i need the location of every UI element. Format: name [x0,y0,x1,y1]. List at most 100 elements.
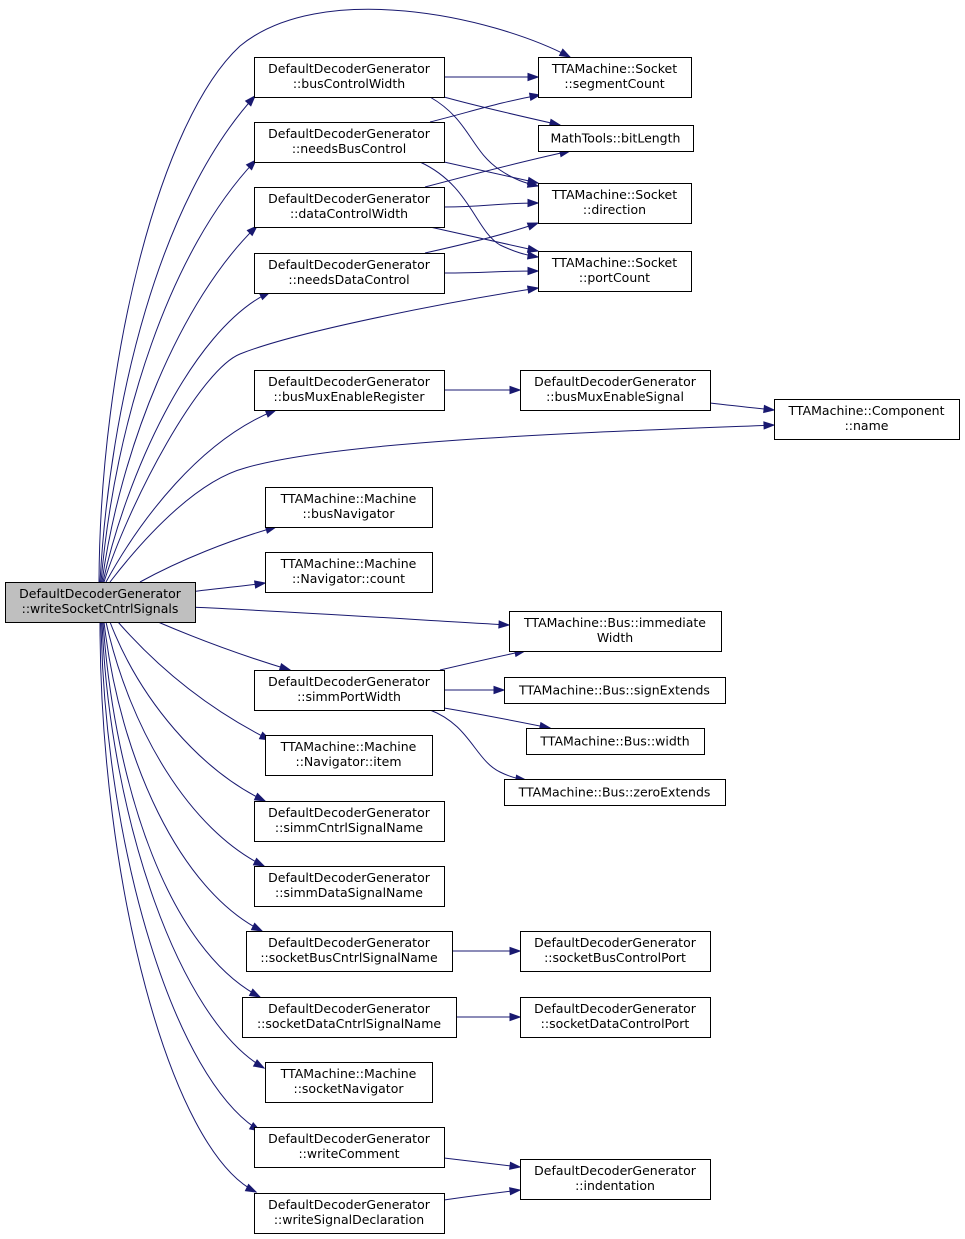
edge-dataControlWidth-to-bitLength [424,150,571,188]
nodes-layer: DefaultDecoderGenerator::writeSocketCntr… [5,57,960,1234]
node-busMuxEnableRegister[interactable]: DefaultDecoderGenerator::busMuxEnableReg… [254,370,445,411]
node-simmCntrlSignalName[interactable]: DefaultDecoderGenerator::simmCntrlSignal… [254,801,445,842]
node-socketBusCntrlSignalName[interactable]: DefaultDecoderGenerator::socketBusCntrlS… [246,931,453,972]
node-root[interactable]: DefaultDecoderGenerator::writeSocketCntr… [5,582,196,623]
node-box [254,370,445,411]
node-navigatorItem[interactable]: TTAMachine::Machine::Navigator::item [265,735,433,776]
node-portCount[interactable]: TTAMachine::Socket::portCount [538,251,692,292]
node-writeSignalDeclaration[interactable]: DefaultDecoderGenerator::writeSignalDecl… [254,1193,445,1234]
node-socketNavigator[interactable]: TTAMachine::Machine::socketNavigator [265,1062,433,1103]
arrowhead-root-to-busControlWidth [244,94,257,107]
node-box [254,1193,445,1234]
node-writeComment[interactable]: DefaultDecoderGenerator::writeComment [254,1127,445,1168]
node-componentName[interactable]: TTAMachine::Component::name [774,399,960,440]
edge-root-to-busMuxEnableRegister [105,409,277,583]
node-label-line2: ::writeSignalDeclaration [274,1212,424,1227]
node-box [265,487,433,528]
arrowhead-root-to-immediateWidth [498,620,511,629]
node-box [538,125,694,152]
edge-root-to-segmentCount [98,8,571,583]
node-label-line1: TTAMachine::Socket [551,255,677,270]
node-box [254,1127,445,1168]
node-label-line2: ::busNavigator [303,506,396,521]
node-busNavigator[interactable]: TTAMachine::Machine::busNavigator [265,487,433,528]
node-label-line1: DefaultDecoderGenerator [534,374,697,389]
node-label-line1: DefaultDecoderGenerator [268,126,431,141]
node-box [265,552,433,593]
node-zeroExtends[interactable]: TTAMachine::Bus::zeroExtends [504,779,726,806]
edge-root-to-socketBusCntrlSignalName [103,621,263,932]
node-socketDataCntrlSignalName[interactable]: DefaultDecoderGenerator::socketDataCntrl… [242,997,457,1038]
node-label: MathTools::bitLength [551,131,681,146]
edge-root-to-navigatorCount [189,582,266,593]
node-socketBusControlPort[interactable]: DefaultDecoderGenerator::socketBusContro… [520,931,711,972]
arrowhead-busControlWidth-to-segmentCount [527,72,540,82]
node-busControlWidth[interactable]: DefaultDecoderGenerator::busControlWidth [254,57,445,98]
arrowhead-socketDataCntrlSignalName-to-socketDataControlPort [509,1012,522,1022]
arrowhead-dataControlWidth-to-portCount [526,244,540,253]
arrowhead-dataControlWidth-to-direction [527,198,540,208]
edge-needsDataControl-to-portCount [443,270,539,274]
edge-root-to-simmDataSignalName [105,621,265,867]
node-box [5,582,196,623]
arrowhead-needsDataControl-to-direction [526,222,540,231]
arrowhead-root-to-simmDataSignalName [252,857,266,867]
node-box [246,931,453,972]
node-label-line1: TTAMachine::Machine [280,739,417,754]
edge-busControlWidth-to-direction [429,96,539,187]
node-label-line2: ::dataControlWidth [290,206,408,221]
node-indentation[interactable]: DefaultDecoderGenerator::indentation [520,1159,711,1200]
node-simmPortWidth[interactable]: DefaultDecoderGenerator::simmPortWidth [254,670,445,711]
arrowhead-root-to-writeSignalDeclaration [244,1183,258,1193]
node-label: TTAMachine::Bus::width [539,734,689,749]
node-box [254,57,445,98]
node-box [520,997,711,1038]
node-busMuxEnableSignal[interactable]: DefaultDecoderGenerator::busMuxEnableSig… [520,370,711,411]
node-box [538,57,692,98]
arrowhead-socketBusCntrlSignalName-to-socketBusControlPort [509,946,522,956]
edge-root-to-simmPortWidth [157,621,291,671]
node-label-line2: Width [597,630,633,645]
node-label-line1: DefaultDecoderGenerator [268,374,431,389]
node-simmDataSignalName[interactable]: DefaultDecoderGenerator::simmDataSignalN… [254,866,445,907]
node-box [504,779,726,806]
node-label-line1: DefaultDecoderGenerator [534,1163,697,1178]
node-label-line2: ::direction [583,202,646,217]
node-socketDataControlPort[interactable]: DefaultDecoderGenerator::socketDataContr… [520,997,711,1038]
node-label-line2: ::indentation [575,1178,655,1193]
node-label-line2: ::socketDataCntrlSignalName [257,1016,441,1031]
node-needsDataControl[interactable]: DefaultDecoderGenerator::needsDataContro… [254,253,445,294]
node-label-line1: TTAMachine::Machine [280,556,417,571]
node-bitLength[interactable]: MathTools::bitLength [538,125,694,152]
node-box [265,1062,433,1103]
edge-root-to-dataControlWidth [101,225,258,583]
node-busWidth[interactable]: TTAMachine::Bus::width [526,728,705,755]
arrowhead-root-to-needsBusControl [245,158,258,171]
edge-root-to-socketNavigator [101,621,265,1069]
node-label-line1: DefaultDecoderGenerator [19,586,182,601]
node-label-line2: ::busMuxEnableRegister [274,389,426,404]
node-label-line1: TTAMachine::Socket [551,187,677,202]
node-navigatorCount[interactable]: TTAMachine::Machine::Navigator::count [265,552,433,593]
arrowhead-writeComment-to-indentation [509,1161,522,1170]
node-label-line1: DefaultDecoderGenerator [268,191,431,206]
arrowhead-root-to-dataControlWidth [246,224,259,237]
edge-root-to-busNavigator [139,526,277,583]
edge-root-to-writeSignalDeclaration [99,621,257,1193]
node-segmentCount[interactable]: TTAMachine::Socket::segmentCount [538,57,692,98]
node-label-line1: DefaultDecoderGenerator [268,1131,431,1146]
edge-root-to-socketDataCntrlSignalName [102,621,261,998]
node-signExtends[interactable]: TTAMachine::Bus::signExtends [504,677,726,704]
arrowhead-root-to-socketNavigator [252,1059,266,1069]
node-box [526,728,705,755]
node-label-line1: DefaultDecoderGenerator [534,935,697,950]
node-label-line2: ::simmCntrlSignalName [275,820,424,835]
node-dataControlWidth[interactable]: DefaultDecoderGenerator::dataControlWidt… [254,187,445,228]
node-label-line2: ::busControlWidth [293,76,405,91]
node-direction[interactable]: TTAMachine::Socket::direction [538,183,692,224]
node-needsBusControl[interactable]: DefaultDecoderGenerator::needsBusControl [254,122,445,163]
node-box [254,253,445,294]
node-box [254,670,445,711]
